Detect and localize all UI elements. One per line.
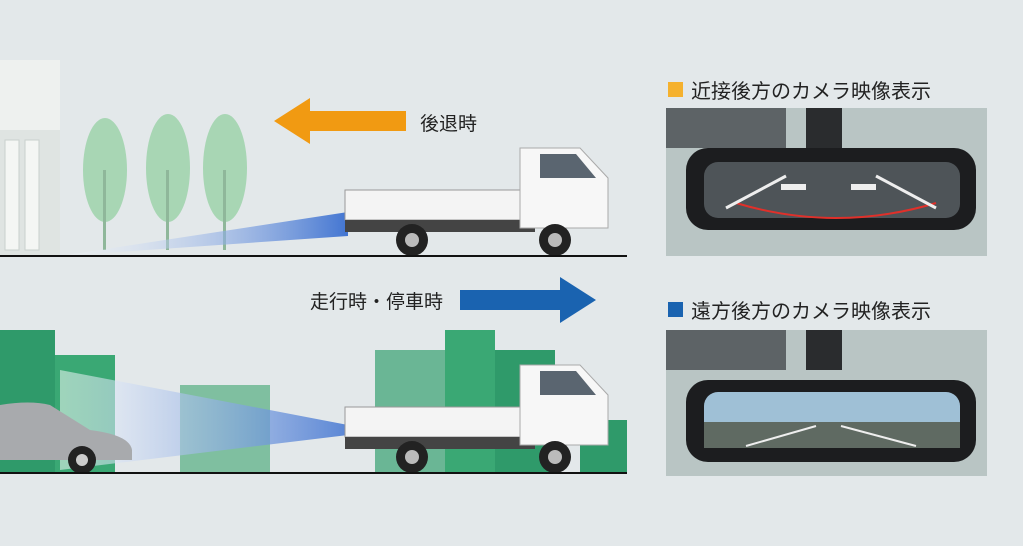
orange-square-icon xyxy=(668,82,683,97)
driving-arrow-icon xyxy=(460,277,596,323)
camera-beam xyxy=(60,212,348,256)
reverse-label: 後退時 xyxy=(420,113,478,135)
camera-beam xyxy=(60,370,348,470)
near-camera-mirror-image xyxy=(666,108,987,256)
far-camera-mirror-image xyxy=(666,330,987,476)
far-camera-label: 遠方後方のカメラ映像表示 xyxy=(691,299,931,323)
tree-icons xyxy=(83,114,247,250)
blue-square-icon xyxy=(668,302,683,317)
building-icon xyxy=(0,60,60,256)
near-camera-label: 近接後方のカメラ映像表示 xyxy=(691,79,931,103)
truck-icon xyxy=(344,147,609,256)
near-camera-legend: 近接後方のカメラ映像表示 xyxy=(668,75,931,104)
reverse-arrow-icon xyxy=(274,98,406,144)
car-icon xyxy=(0,402,132,474)
driving-label: 走行時・停車時 xyxy=(310,291,444,313)
reverse-scene xyxy=(0,60,627,257)
driving-scene xyxy=(0,330,627,474)
far-camera-legend: 遠方後方のカメラ映像表示 xyxy=(668,295,931,324)
truck-icon xyxy=(344,364,609,473)
